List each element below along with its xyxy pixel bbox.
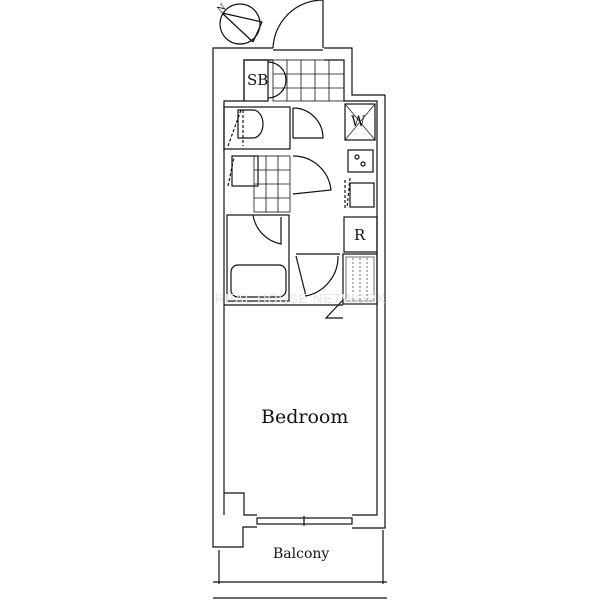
watermark: REAL HOUSE NETWORK [215, 291, 387, 306]
washer-label: W [351, 114, 366, 130]
washroom [227, 155, 332, 213]
closet [324, 253, 378, 319]
kitchen [343, 103, 378, 253]
entrance-door [272, 0, 324, 51]
compass-icon [219, 3, 263, 45]
shoe-box-door [267, 61, 287, 99]
genkan-tiles [272, 59, 345, 102]
shoe-box-label: SB [247, 71, 269, 89]
bedroom-door [295, 253, 340, 297]
shoe-box [243, 59, 269, 102]
refrigerator-label: R [354, 226, 366, 244]
bathroom [226, 214, 290, 302]
balcony-railing [213, 530, 387, 599]
balcony-label: Balcony [273, 546, 330, 562]
bedroom-label: Bedroom [261, 406, 349, 428]
balcony-window [256, 516, 353, 526]
toilet-room [223, 106, 324, 150]
